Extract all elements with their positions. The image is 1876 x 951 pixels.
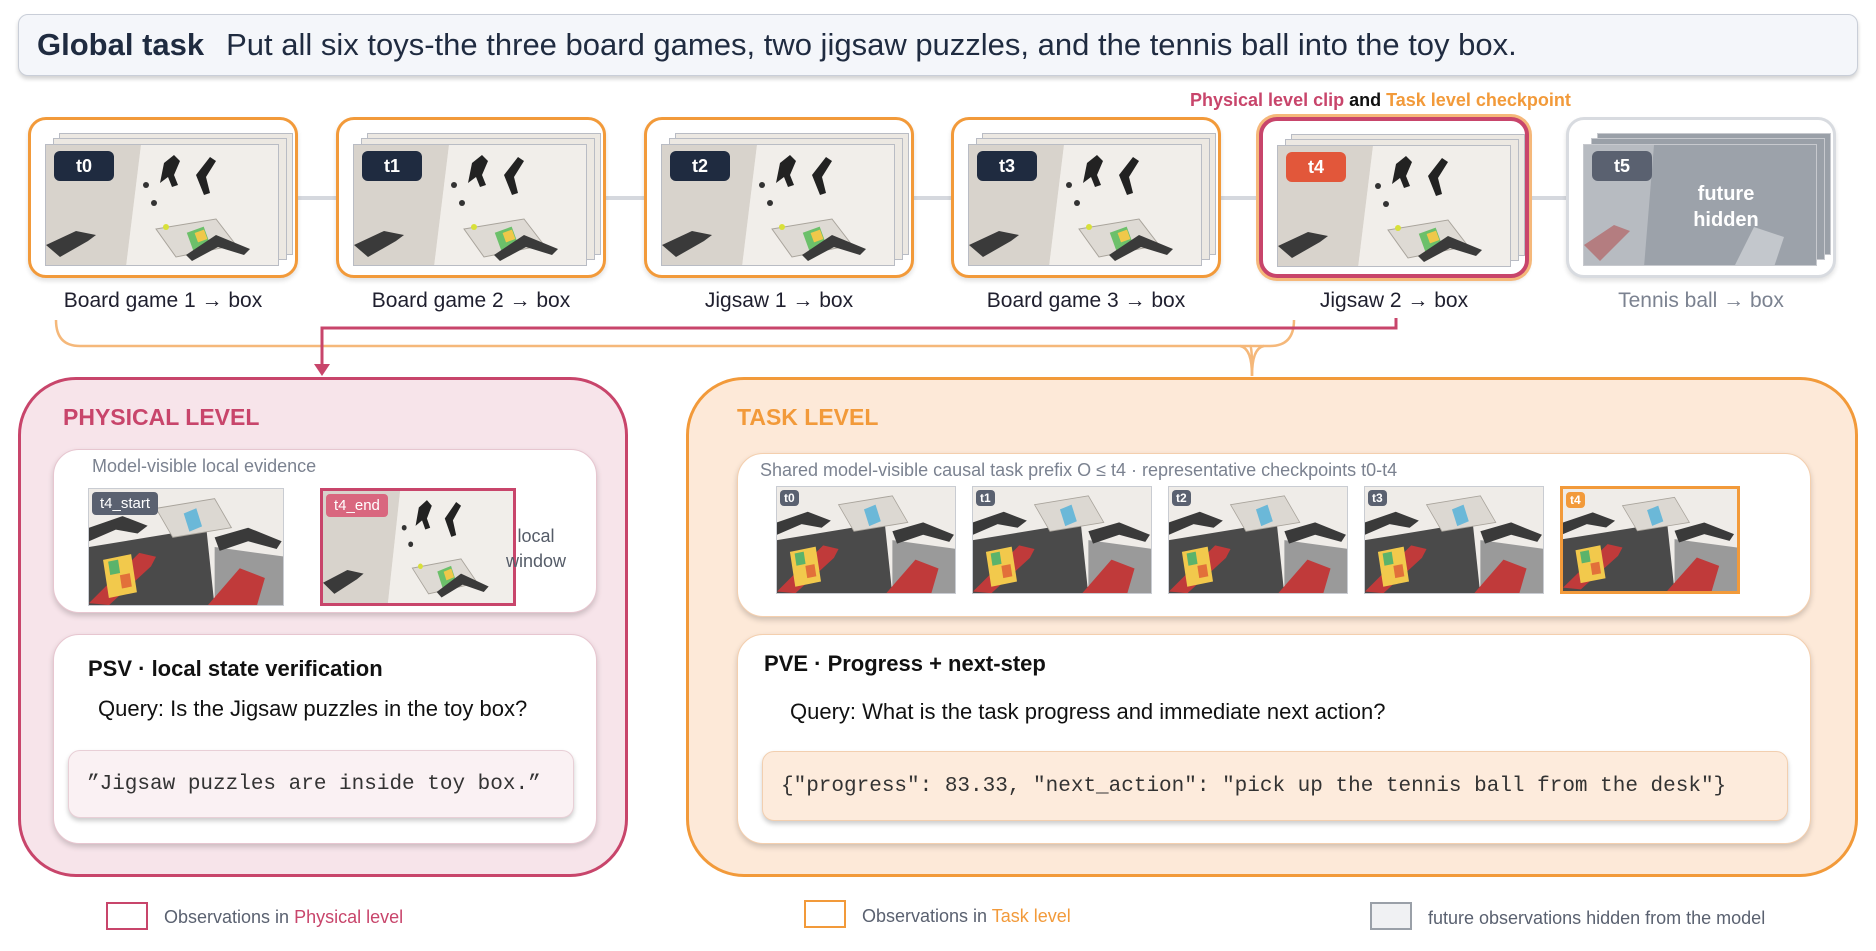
task-evidence-label: Shared model-visible causal task prefix … [760, 460, 1398, 480]
psv-title: PSV · local state verification [88, 656, 383, 681]
frame-image: t2 [661, 144, 895, 266]
robot-scene-image [973, 487, 1152, 594]
frame-image-hidden: t5 future hidden [1583, 144, 1817, 266]
legend-task-prefix: Observations in [862, 906, 992, 926]
robot-scene-image [1365, 487, 1544, 594]
timeline-frame-t1: t1 [336, 117, 606, 278]
task-level-title: TASK LEVEL [737, 404, 879, 430]
time-badge: t5 [1592, 151, 1652, 181]
frame-caption-t0: Board game 1 → box [63, 289, 263, 312]
frame-image: t4 [1277, 145, 1511, 267]
local-window-label: local window [505, 526, 567, 571]
timeline-frame-t3: t3 [951, 117, 1221, 278]
psv-answer: ”Jigsaw puzzles are inside toy box.” [68, 750, 574, 818]
physical-evidence-card: Model-visible local evidence t4_start t4… [53, 449, 597, 613]
physical-evidence-label: Model-visible local evidence [92, 456, 317, 476]
t4-end-thumbnail: t4_end [320, 488, 516, 606]
robot-scene-image [1169, 487, 1348, 594]
legend-physical-swatch [106, 902, 148, 930]
global-task-label: Global task [37, 27, 205, 62]
timeline-line [290, 196, 1570, 200]
legend-task: Observations in Task level [862, 906, 1071, 927]
legend-task-colored: Task level [991, 906, 1071, 926]
timeline-brace [54, 318, 1398, 377]
pve-card: PVE · Progress + next-step Query: What i… [737, 634, 1811, 844]
legend-physical: Observations in Physical level [164, 907, 403, 928]
robot-scene-image [1563, 489, 1737, 591]
time-badge: t1 [362, 151, 422, 181]
legend-hidden: future observations hidden from the mode… [1428, 908, 1766, 928]
checkpoint-badge: t1 [976, 490, 995, 506]
legend-task-swatch [804, 900, 846, 928]
frame-image: t0 [45, 144, 279, 266]
robot-scene-image [777, 487, 956, 594]
physical-level-panel: PHYSICAL LEVEL Model-visible local evide… [18, 377, 628, 877]
time-badge: t3 [977, 151, 1037, 181]
frame-caption-t4: Jigsaw 2 → box [1319, 289, 1469, 312]
global-task-bar: Global task Put all six toys-the three b… [18, 14, 1858, 76]
legend-top-physical: Physical level clip [1190, 90, 1345, 110]
legend-physical-prefix: Observations in [164, 907, 295, 927]
future-hidden-label: future hidden [1693, 183, 1759, 231]
psv-card: PSV · local state verification Query: Is… [53, 634, 597, 844]
pve-query: Query: What is the task progress and imm… [790, 699, 1386, 724]
legend-top-task: Task level checkpoint [1386, 90, 1571, 110]
legend-top: Physical level clip and Task level check… [1190, 90, 1571, 111]
checkpoint-badge: t3 [1368, 490, 1387, 506]
t4-start-thumbnail: t4_start [88, 488, 284, 606]
legend-hidden-swatch [1370, 902, 1412, 930]
frame-caption-t2: Jigsaw 1 → box [704, 289, 854, 312]
time-badge: t2 [670, 151, 730, 181]
checkpoint-thumbnail-t1: t1 [972, 486, 1152, 594]
time-badge: t4 [1286, 152, 1346, 182]
pve-title: PVE · Progress + next-step [764, 651, 1046, 676]
psv-query: Query: Is the Jigsaw puzzles in the toy … [98, 696, 528, 721]
task-level-panel: TASK LEVEL Shared model-visible causal t… [686, 377, 1858, 877]
frame-image: t3 [968, 144, 1202, 266]
checkpoint-badge: t2 [1172, 490, 1191, 506]
t4-end-badge: t4_end [326, 494, 388, 517]
frame-caption-t1: Board game 2 → box [371, 289, 571, 312]
frame-caption-t3: Board game 3 → box [986, 289, 1186, 312]
checkpoint-thumbnail-t4: t4 [1560, 486, 1740, 594]
timeline-frame-t5: t5 future hidden [1566, 117, 1836, 278]
time-badge: t0 [54, 151, 114, 181]
global-task-text: Put all six toys-the three board games, … [226, 27, 1517, 62]
checkpoint-badge: t4 [1566, 492, 1585, 508]
timeline-frame-t0: t0 [28, 117, 298, 278]
pve-answer: {"progress": 83.33, "next_action": "pick… [762, 751, 1788, 821]
legend-physical-colored: Physical level [294, 907, 404, 927]
task-evidence-card: Shared model-visible causal task prefix … [737, 453, 1811, 617]
t4-start-badge: t4_start [92, 492, 159, 515]
frame-caption-t5: Tennis ball → box [1618, 289, 1784, 312]
physical-level-title: PHYSICAL LEVEL [63, 404, 260, 430]
checkpoint-thumbnail-t3: t3 [1364, 486, 1544, 594]
timeline-frame-t4: t4 [1259, 117, 1529, 278]
checkpoint-badge: t0 [780, 490, 799, 506]
legend-top-and: and [1344, 90, 1387, 110]
frame-image: t1 [353, 144, 587, 266]
timeline-frame-t2: t2 [644, 117, 914, 278]
checkpoint-thumbnail-t0: t0 [776, 486, 956, 594]
checkpoint-thumbnail-t2: t2 [1168, 486, 1348, 594]
